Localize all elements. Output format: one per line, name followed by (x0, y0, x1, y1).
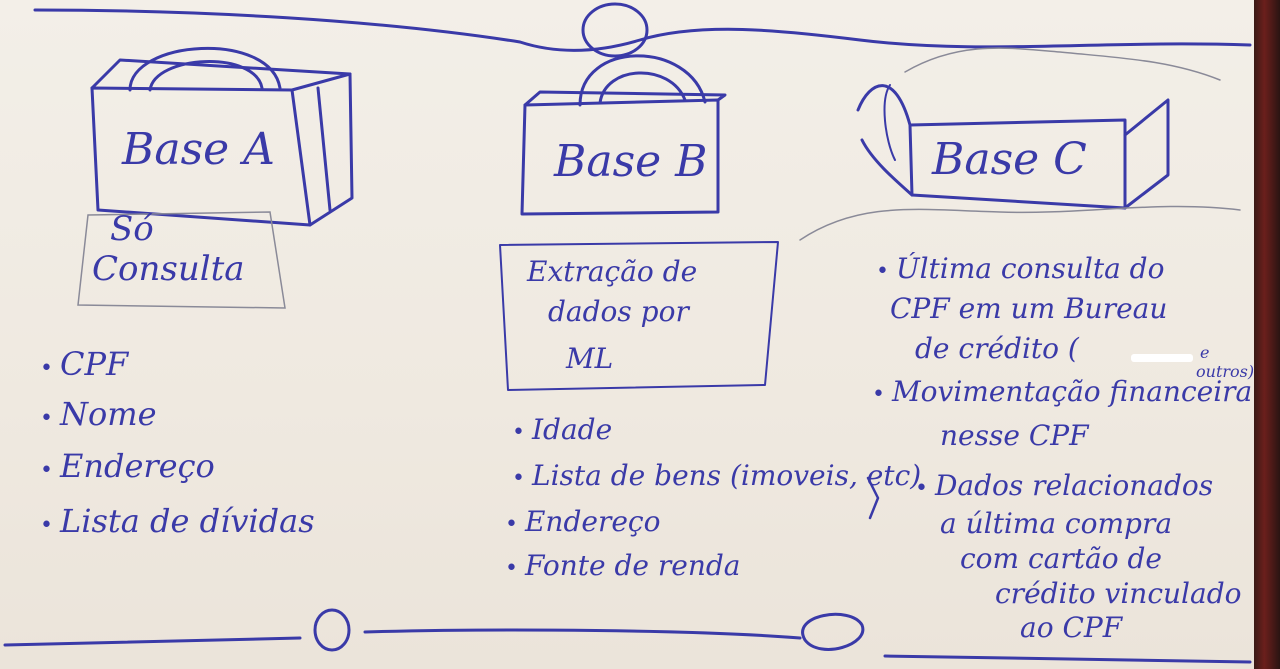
bottom-line-left (3, 636, 302, 647)
cloud-c-bottom (799, 205, 1241, 241)
bottom-line-mid (363, 628, 802, 640)
top-loop (581, 2, 649, 58)
bottom-loop-left (313, 608, 351, 652)
base-a-note-line-1: Só (110, 209, 154, 249)
base-c-title: Base C (932, 134, 1087, 185)
cloud-c-top (904, 47, 1221, 81)
list-item: Idade (512, 416, 612, 444)
base-b-title: Base B (554, 136, 708, 187)
note-b-frame (499, 241, 779, 391)
list-item-line: CPF em um Bureau (890, 292, 1168, 325)
list-item: Fonte de renda (505, 552, 741, 580)
list-item: Lista de dívidas (40, 505, 315, 537)
base-b-note-line-1: Extração de (527, 255, 698, 288)
table-edge (1254, 0, 1280, 669)
base-b-note-line-2: dados por (548, 295, 689, 328)
list-item: Endereço (505, 508, 660, 536)
box-a-drawing (90, 47, 354, 227)
list-item: CPF (40, 348, 128, 380)
base-b-note-line-3: ML (566, 342, 614, 375)
list-item-line: com cartão de (960, 542, 1162, 575)
base-a-title: Base A (122, 124, 275, 175)
bottom-loop-right (801, 612, 865, 651)
bottom-line-right (883, 654, 1252, 664)
list-item: Nome (40, 398, 157, 430)
list-item: Endereço (40, 450, 215, 482)
top-wavy-line (33, 8, 1252, 52)
base-a-note-line-2: Consulta (92, 249, 245, 289)
list-item-line: ao CPF (1020, 611, 1123, 644)
list-item-line: crédito vinculado (995, 577, 1242, 610)
note-a-frame (77, 211, 286, 309)
list-item-line: e (1200, 343, 1210, 362)
list-item-line: Última consulta do (876, 255, 1164, 283)
list-item-line: Movimentação financeira (872, 378, 1252, 406)
list-item-line: nesse CPF (940, 419, 1089, 452)
list-item-line: a última compra (940, 507, 1173, 540)
redaction-mark (1131, 354, 1193, 362)
box-b-drawing (520, 54, 727, 216)
list-item-line: Dados relacionados (915, 472, 1213, 500)
list-item: Lista de bens (imoveis, etc) (512, 462, 921, 490)
list-item-line: de crédito ( (915, 332, 1079, 365)
